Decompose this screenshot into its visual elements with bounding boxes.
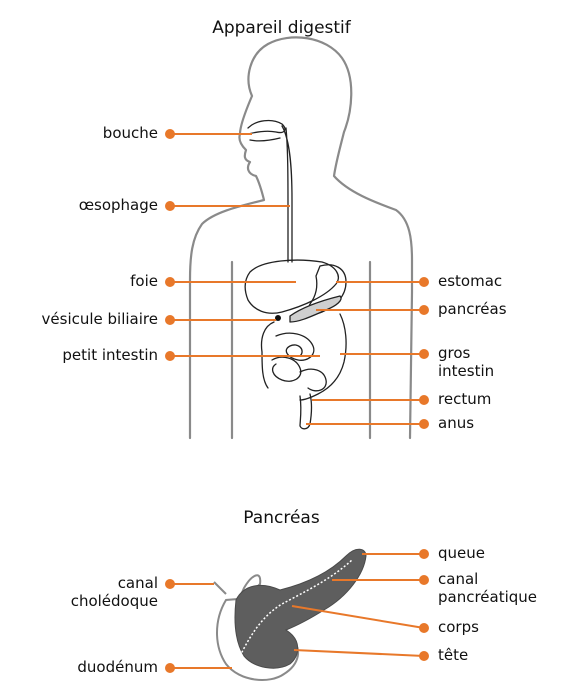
leader-dot-queue bbox=[420, 550, 428, 558]
label-petit-intestin: petit intestin bbox=[0, 347, 158, 364]
label-intestin: intestin bbox=[438, 363, 494, 380]
pancreas-title: Pancréas bbox=[0, 508, 563, 528]
label-bouche: bouche bbox=[0, 125, 158, 142]
leader-dot-tete bbox=[420, 652, 428, 660]
esophagus-tube bbox=[282, 126, 292, 262]
leader-dot-canal-pancreatique bbox=[420, 576, 428, 584]
label-queue: queue bbox=[438, 545, 485, 562]
label-tete: tête bbox=[438, 647, 468, 664]
body-silhouette bbox=[190, 37, 412, 438]
label-gros: gros bbox=[438, 345, 470, 362]
leader-dot-anus bbox=[420, 420, 428, 428]
label-duodenum: duodénum bbox=[0, 659, 158, 676]
head-and-torso-outline bbox=[190, 37, 412, 438]
leader-dot-rectum bbox=[420, 396, 428, 404]
leader-dot-vesicule bbox=[166, 316, 174, 324]
leader-dot-gros-intestin bbox=[420, 350, 428, 358]
leader-dot-oesophage bbox=[166, 202, 174, 210]
top-leader-lines bbox=[166, 130, 428, 428]
label-pancreas: pancréas bbox=[438, 301, 507, 318]
label-vesicule-biliaire: vésicule biliaire bbox=[0, 311, 158, 328]
leader-dot-foie bbox=[166, 278, 174, 286]
mouth-cavity bbox=[248, 121, 285, 141]
label-pancreatique: pancréatique bbox=[438, 589, 537, 606]
leader-dot-pancreas bbox=[420, 306, 428, 314]
label-oesophage: œsophage bbox=[0, 197, 158, 214]
label-foie: foie bbox=[0, 273, 158, 290]
bile-duct bbox=[214, 582, 226, 594]
leader-dot-estomac bbox=[420, 278, 428, 286]
leader-dot-corps bbox=[420, 624, 428, 632]
digestive-organs bbox=[245, 121, 346, 429]
small-intestine-coils bbox=[272, 333, 326, 391]
label-canal-2: canal bbox=[0, 575, 158, 592]
label-estomac: estomac bbox=[438, 273, 502, 290]
leader-dot-petit-intestin bbox=[166, 352, 174, 360]
label-choledoque: cholédoque bbox=[0, 593, 158, 610]
leader-dot-canal-choledoque bbox=[166, 580, 174, 588]
leader-dot-bouche bbox=[166, 130, 174, 138]
label-canal: canal bbox=[438, 571, 478, 588]
leader-dot-duodenum bbox=[166, 664, 174, 672]
digestive-title: Appareil digestif bbox=[0, 18, 563, 38]
label-corps: corps bbox=[438, 619, 479, 636]
label-rectum: rectum bbox=[438, 391, 491, 408]
label-anus: anus bbox=[438, 415, 474, 432]
